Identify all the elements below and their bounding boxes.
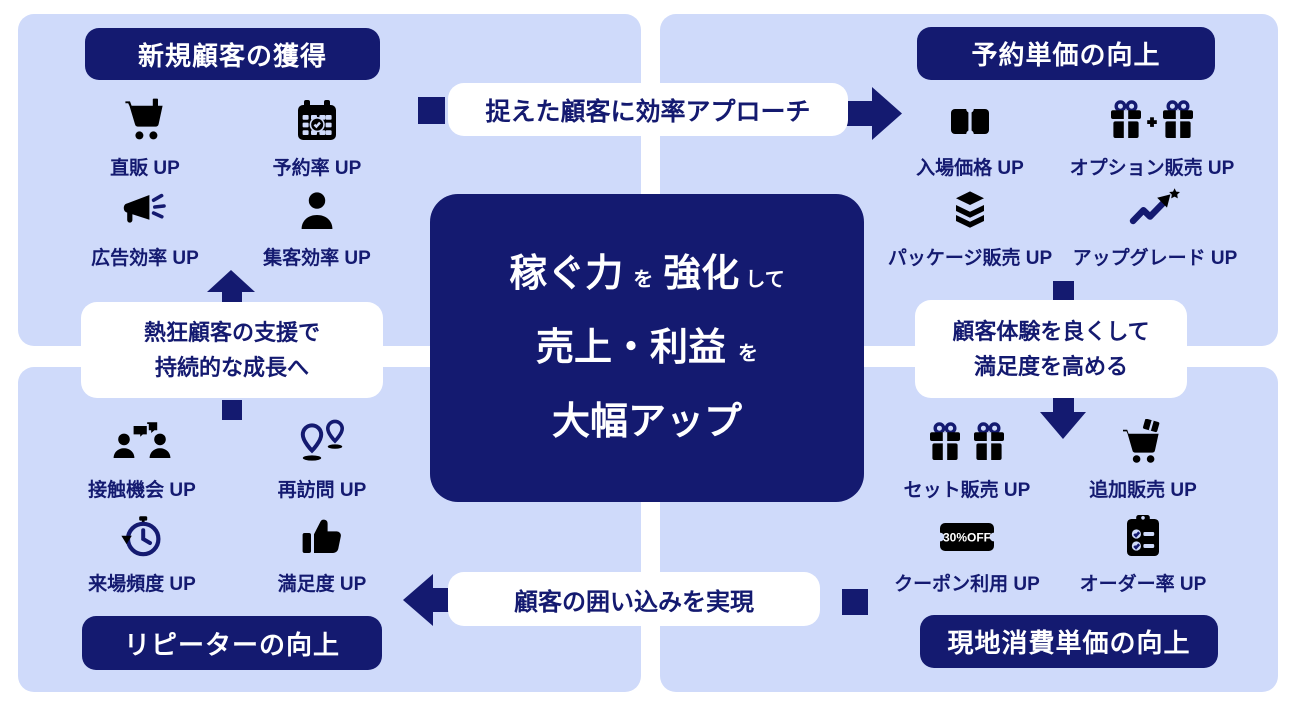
metric-label: 広告効率 UP	[91, 248, 199, 269]
flow-label-left: 熱狂顧客の支援で 持続的な成長へ	[81, 302, 383, 398]
flow-label-left-line1: 熱狂顧客の支援で	[143, 319, 320, 345]
cart-icon	[121, 96, 169, 146]
center-text-strengthen: 強化	[663, 253, 740, 295]
center-text-sales-profit: 売上・利益	[535, 327, 726, 369]
metric-item: 再訪問 UP	[227, 418, 417, 502]
svg-text:30%OFF: 30%OFF	[943, 531, 991, 545]
metric-item: 追加販売 UP	[1048, 418, 1238, 502]
metric-label: オプション販売 UP	[1069, 158, 1235, 179]
flow-label-right-line2: 満足度を高める	[973, 354, 1128, 379]
metric-item: 予約率 UP	[222, 96, 412, 180]
metric-label: 来場頻度 UP	[88, 574, 196, 595]
center-particle: して	[745, 269, 785, 291]
center-particle: を	[633, 269, 654, 291]
metric-label: 直販 UP	[110, 158, 180, 179]
flow-label-right-line1: 顧客体験を良くして	[952, 318, 1150, 344]
metric-item: セット販売 UP	[872, 418, 1062, 502]
metric-label: 入場価格 UP	[916, 158, 1024, 179]
arrow-shaft-right	[1053, 396, 1074, 414]
ticket-icon	[946, 96, 994, 146]
trend-up-star-icon	[1128, 186, 1182, 236]
flow-label-bottom: 顧客の囲い込みを実現	[448, 572, 820, 626]
quadrant-title-onsite-spend: 現地消費単価の向上	[920, 615, 1218, 668]
flow-label-bottom-text: 顧客の囲い込みを実現	[514, 588, 754, 616]
megaphone-icon	[121, 186, 169, 236]
metric-item: 満足度 UP	[227, 512, 417, 596]
quadrant-title-booking-price: 予約単価の向上	[917, 27, 1215, 80]
clipboard-check-icon	[1119, 512, 1167, 562]
calendar-check-icon	[293, 96, 341, 146]
metric-item: オプション販売 UP	[1057, 96, 1247, 180]
center-line-1: 稼ぐ力 を 強化 して	[509, 255, 784, 293]
metric-label: 再訪問 UP	[277, 480, 367, 501]
metric-item: 直販 UP	[50, 96, 240, 180]
center-text-big-up: 大幅アップ	[551, 401, 742, 443]
metric-item: 接触機会 UP	[47, 418, 237, 502]
metric-label: クーポン利用 UP	[894, 574, 1040, 595]
arrow-tail-square-top	[418, 97, 445, 124]
center-particle: を	[738, 343, 758, 365]
center-message-box: 稼ぐ力 を 強化 して 売上・利益 を 大幅アップ	[430, 194, 864, 502]
flow-label-top-text: 捉えた顧客に効率アプローチ	[485, 97, 811, 126]
metric-label: アップグレード UP	[1072, 248, 1238, 269]
metric-label: オーダー率 UP	[1079, 574, 1207, 595]
metric-item: 集客効率 UP	[222, 186, 412, 270]
metric-item: アップグレード UP	[1060, 186, 1250, 270]
metric-label: セット販売 UP	[903, 480, 1031, 501]
thumbs-up-icon	[298, 512, 346, 562]
center-line-2: 売上・利益 を	[536, 329, 758, 367]
quadrant-title-repeaters: リピーターの向上	[82, 616, 382, 670]
arrow-shaft-left	[222, 290, 242, 304]
person-icon	[293, 186, 341, 236]
center-line-3: 大幅アップ	[552, 403, 742, 441]
metric-label: 集客効率 UP	[263, 248, 371, 269]
metric-label: 予約率 UP	[272, 158, 362, 179]
quadrant-title-new-customers: 新規顧客の獲得	[85, 28, 380, 80]
double-gift-icon	[925, 418, 1009, 468]
metric-label: パッケージ販売 UP	[887, 248, 1053, 269]
flow-label-left-line2: 持続的な成長へ	[154, 355, 309, 380]
arrow-shaft-top	[846, 101, 874, 126]
center-text-earning-power: 稼ぐ力	[509, 253, 624, 295]
metric-item: 30%OFF クーポン利用 UP	[872, 512, 1062, 596]
layers-icon	[946, 186, 994, 236]
arrow-tail-square-bottom	[842, 589, 868, 615]
metric-label: 接触機会 UP	[88, 480, 196, 501]
metric-label: 追加販売 UP	[1089, 480, 1197, 501]
people-chat-icon	[112, 418, 172, 468]
coupon-icon: 30%OFF	[937, 512, 997, 562]
metric-item: 入場価格 UP	[875, 96, 1065, 180]
flow-label-right: 顧客体験を良くして 満足度を高める	[915, 300, 1187, 398]
metric-item: オーダー率 UP	[1048, 512, 1238, 596]
flow-label-top: 捉えた顧客に効率アプローチ	[448, 83, 848, 136]
map-pins-icon	[296, 418, 348, 468]
metric-label: 満足度 UP	[277, 574, 367, 595]
gift-plus-gift-icon	[1106, 96, 1198, 146]
metric-item: パッケージ販売 UP	[875, 186, 1065, 270]
metric-item: 広告効率 UP	[50, 186, 240, 270]
arrow-tail-square-left	[222, 400, 242, 420]
cart-gift-icon	[1119, 418, 1167, 468]
metric-item: 来場頻度 UP	[47, 512, 237, 596]
history-clock-icon	[118, 512, 166, 562]
arrow-tail-square-right	[1053, 281, 1074, 300]
